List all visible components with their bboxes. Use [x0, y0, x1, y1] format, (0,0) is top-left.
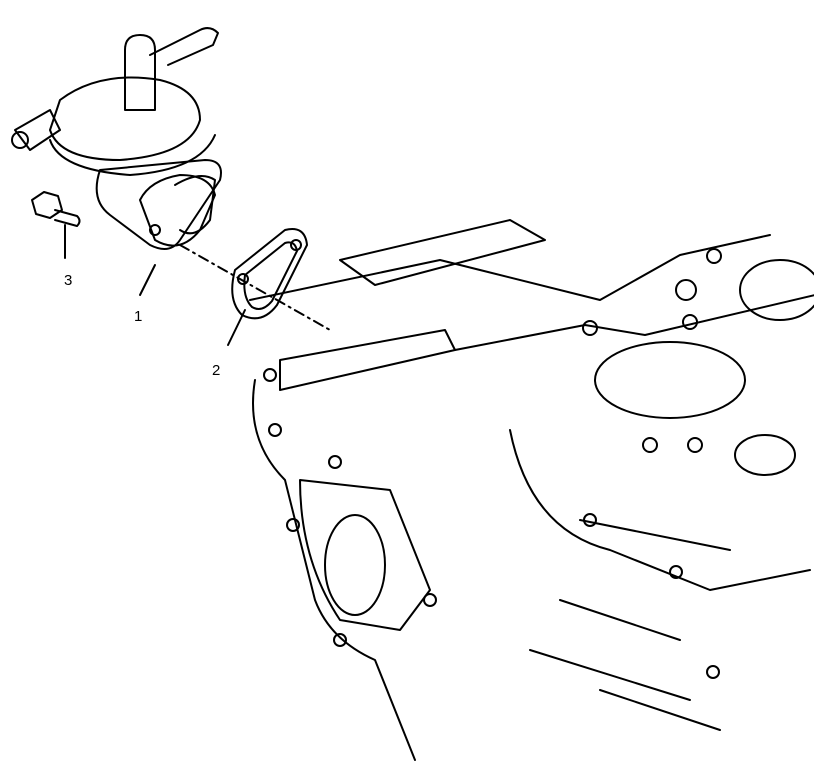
callout-3: 3 — [64, 272, 73, 289]
centerline — [179, 244, 331, 331]
gasket — [227, 228, 308, 346]
bolt — [31, 191, 81, 259]
leader-1 — [139, 264, 156, 296]
callout-1: 1 — [134, 308, 143, 325]
fuel-pump — [11, 27, 222, 250]
callout-2: 2 — [212, 362, 221, 379]
engine-block — [249, 219, 814, 761]
